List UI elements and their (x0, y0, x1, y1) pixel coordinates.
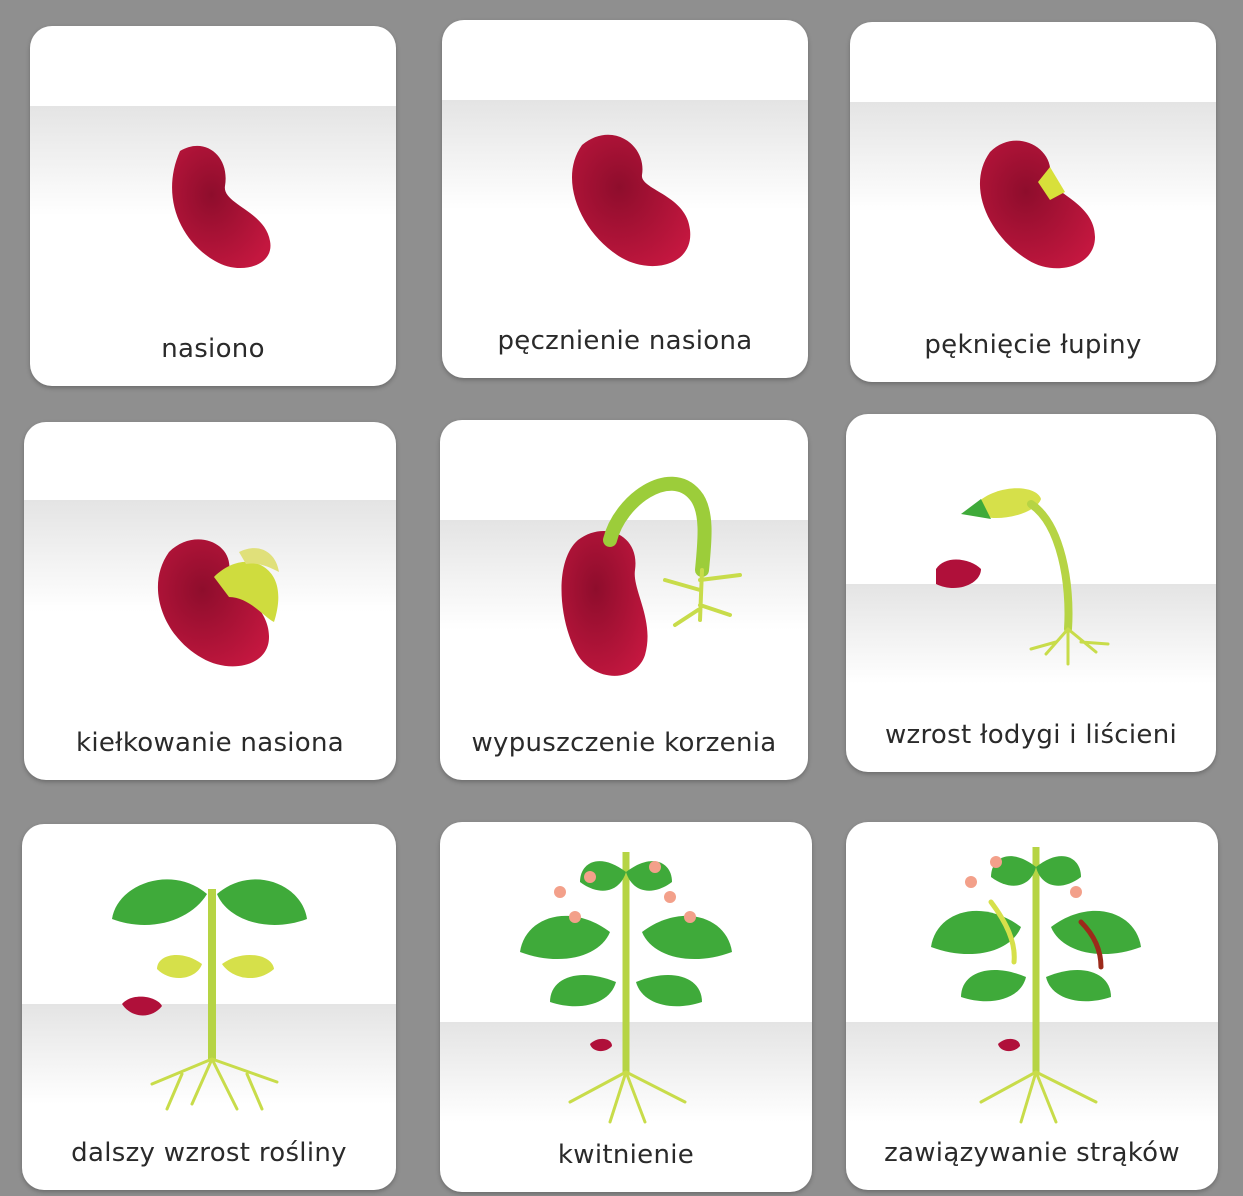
card-seed-swelling: pęcznienie nasiona (442, 20, 808, 378)
card-root-emergence: wypuszczenie korzenia (440, 420, 808, 780)
card-label: nasiono (30, 334, 396, 364)
swelling-seed-illustration (442, 20, 808, 378)
card-seed-coat-crack: pęknięcie łupiny (850, 22, 1216, 382)
root-emergence-illustration (440, 420, 808, 780)
card-label: pęknięcie łupiny (850, 330, 1216, 360)
card-label: wypuszczenie korzenia (440, 728, 808, 758)
cracked-seed-illustration (850, 22, 1216, 382)
card-label: pęcznienie nasiona (442, 326, 808, 356)
pod-formation-illustration (846, 822, 1218, 1190)
card-label: wzrost łodygi i liścieni (846, 720, 1216, 750)
seed-illustration (30, 26, 396, 386)
card-pod-formation: zawiązywanie strąków (846, 822, 1218, 1190)
germinating-seed-illustration (24, 422, 396, 780)
card-seed: nasiono (30, 26, 396, 386)
flowering-plant-illustration (440, 822, 812, 1192)
plant-growth-illustration (22, 824, 396, 1190)
card-label: zawiązywanie strąków (846, 1138, 1218, 1168)
card-label: kiełkowanie nasiona (24, 728, 396, 758)
card-label: dalszy wzrost rośliny (22, 1138, 396, 1168)
card-germination: kiełkowanie nasiona (24, 422, 396, 780)
stem-growth-illustration (846, 414, 1216, 772)
card-stem-and-cotyledon-growth: wzrost łodygi i liścieni (846, 414, 1216, 772)
card-further-plant-growth: dalszy wzrost rośliny (22, 824, 396, 1190)
card-label: kwitnienie (440, 1140, 812, 1170)
card-flowering: kwitnienie (440, 822, 812, 1192)
